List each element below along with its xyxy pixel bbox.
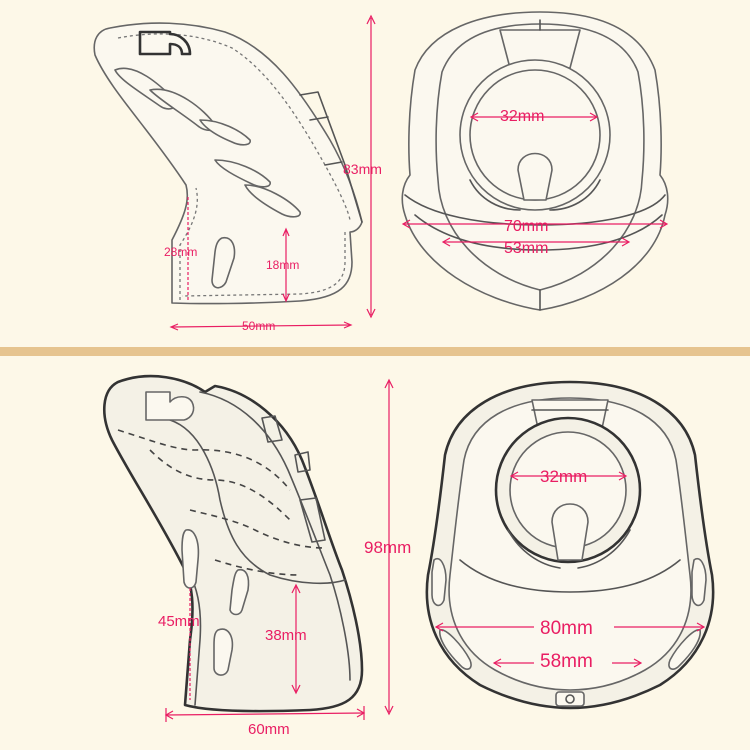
top-side-width-label: 50mm [242, 319, 275, 333]
bottom-side-height-label: 98mm [364, 538, 411, 557]
bottom-front-lower-slot [439, 629, 472, 670]
top-front-inner-width-label: 53mm [504, 240, 548, 257]
top-side-inner-depth-label: 18mm [266, 258, 299, 272]
bottom-side-slot [181, 529, 200, 589]
bottom-side-width-label: 60mm [248, 721, 290, 738]
top-front-outer-width-label: 70mm [504, 218, 548, 235]
top-front-view [401, 11, 669, 311]
top-side-slot [214, 159, 271, 188]
bottom-side-dimensions: 98mm 45mm 38mm 60mm [158, 378, 411, 738]
bottom-side-view [102, 374, 364, 713]
bottom-front-side-slot [431, 558, 447, 607]
bottom-front-side-slot [691, 558, 707, 607]
top-side-lock-icon [138, 30, 192, 56]
bottom-side-cage-outline [102, 374, 364, 713]
bottom-side-slot [229, 568, 250, 616]
top-front-tip [517, 152, 553, 201]
top-front-ring-label: 32mm [500, 108, 544, 125]
bottom-front-outer-width-label: 80mm [540, 618, 593, 639]
top-side-view [93, 22, 363, 305]
top-side-slot [211, 236, 236, 289]
bottom-front-base-lug [555, 691, 585, 707]
bottom-side-lock-icon [145, 391, 195, 421]
top-side-base-depth-label: 28mm [164, 245, 197, 259]
bottom-side-slot [213, 628, 234, 676]
bottom-front-tip [551, 503, 589, 561]
bottom-front-dimensions: 32mm 80mm 58mm [434, 467, 706, 672]
top-side-slot [244, 184, 301, 218]
bottom-front-inner-width-label: 58mm [540, 651, 593, 672]
bottom-side-inner-depth-label: 38mm [265, 627, 307, 644]
top-side-slot [199, 119, 251, 146]
bottom-front-ring-label: 32mm [540, 467, 587, 486]
bottom-side-base-depth-label: 45mm [158, 613, 200, 630]
top-front-dimensions: 32mm 70mm 53mm [401, 108, 669, 257]
top-side-dimensions: 83mm 28mm 18mm 50mm [164, 14, 382, 333]
top-side-height-label: 83mm [343, 161, 382, 177]
panel-divider [0, 347, 750, 356]
bottom-front-lower-slot [668, 629, 701, 670]
bottom-side-inner-dashes [117, 429, 291, 491]
